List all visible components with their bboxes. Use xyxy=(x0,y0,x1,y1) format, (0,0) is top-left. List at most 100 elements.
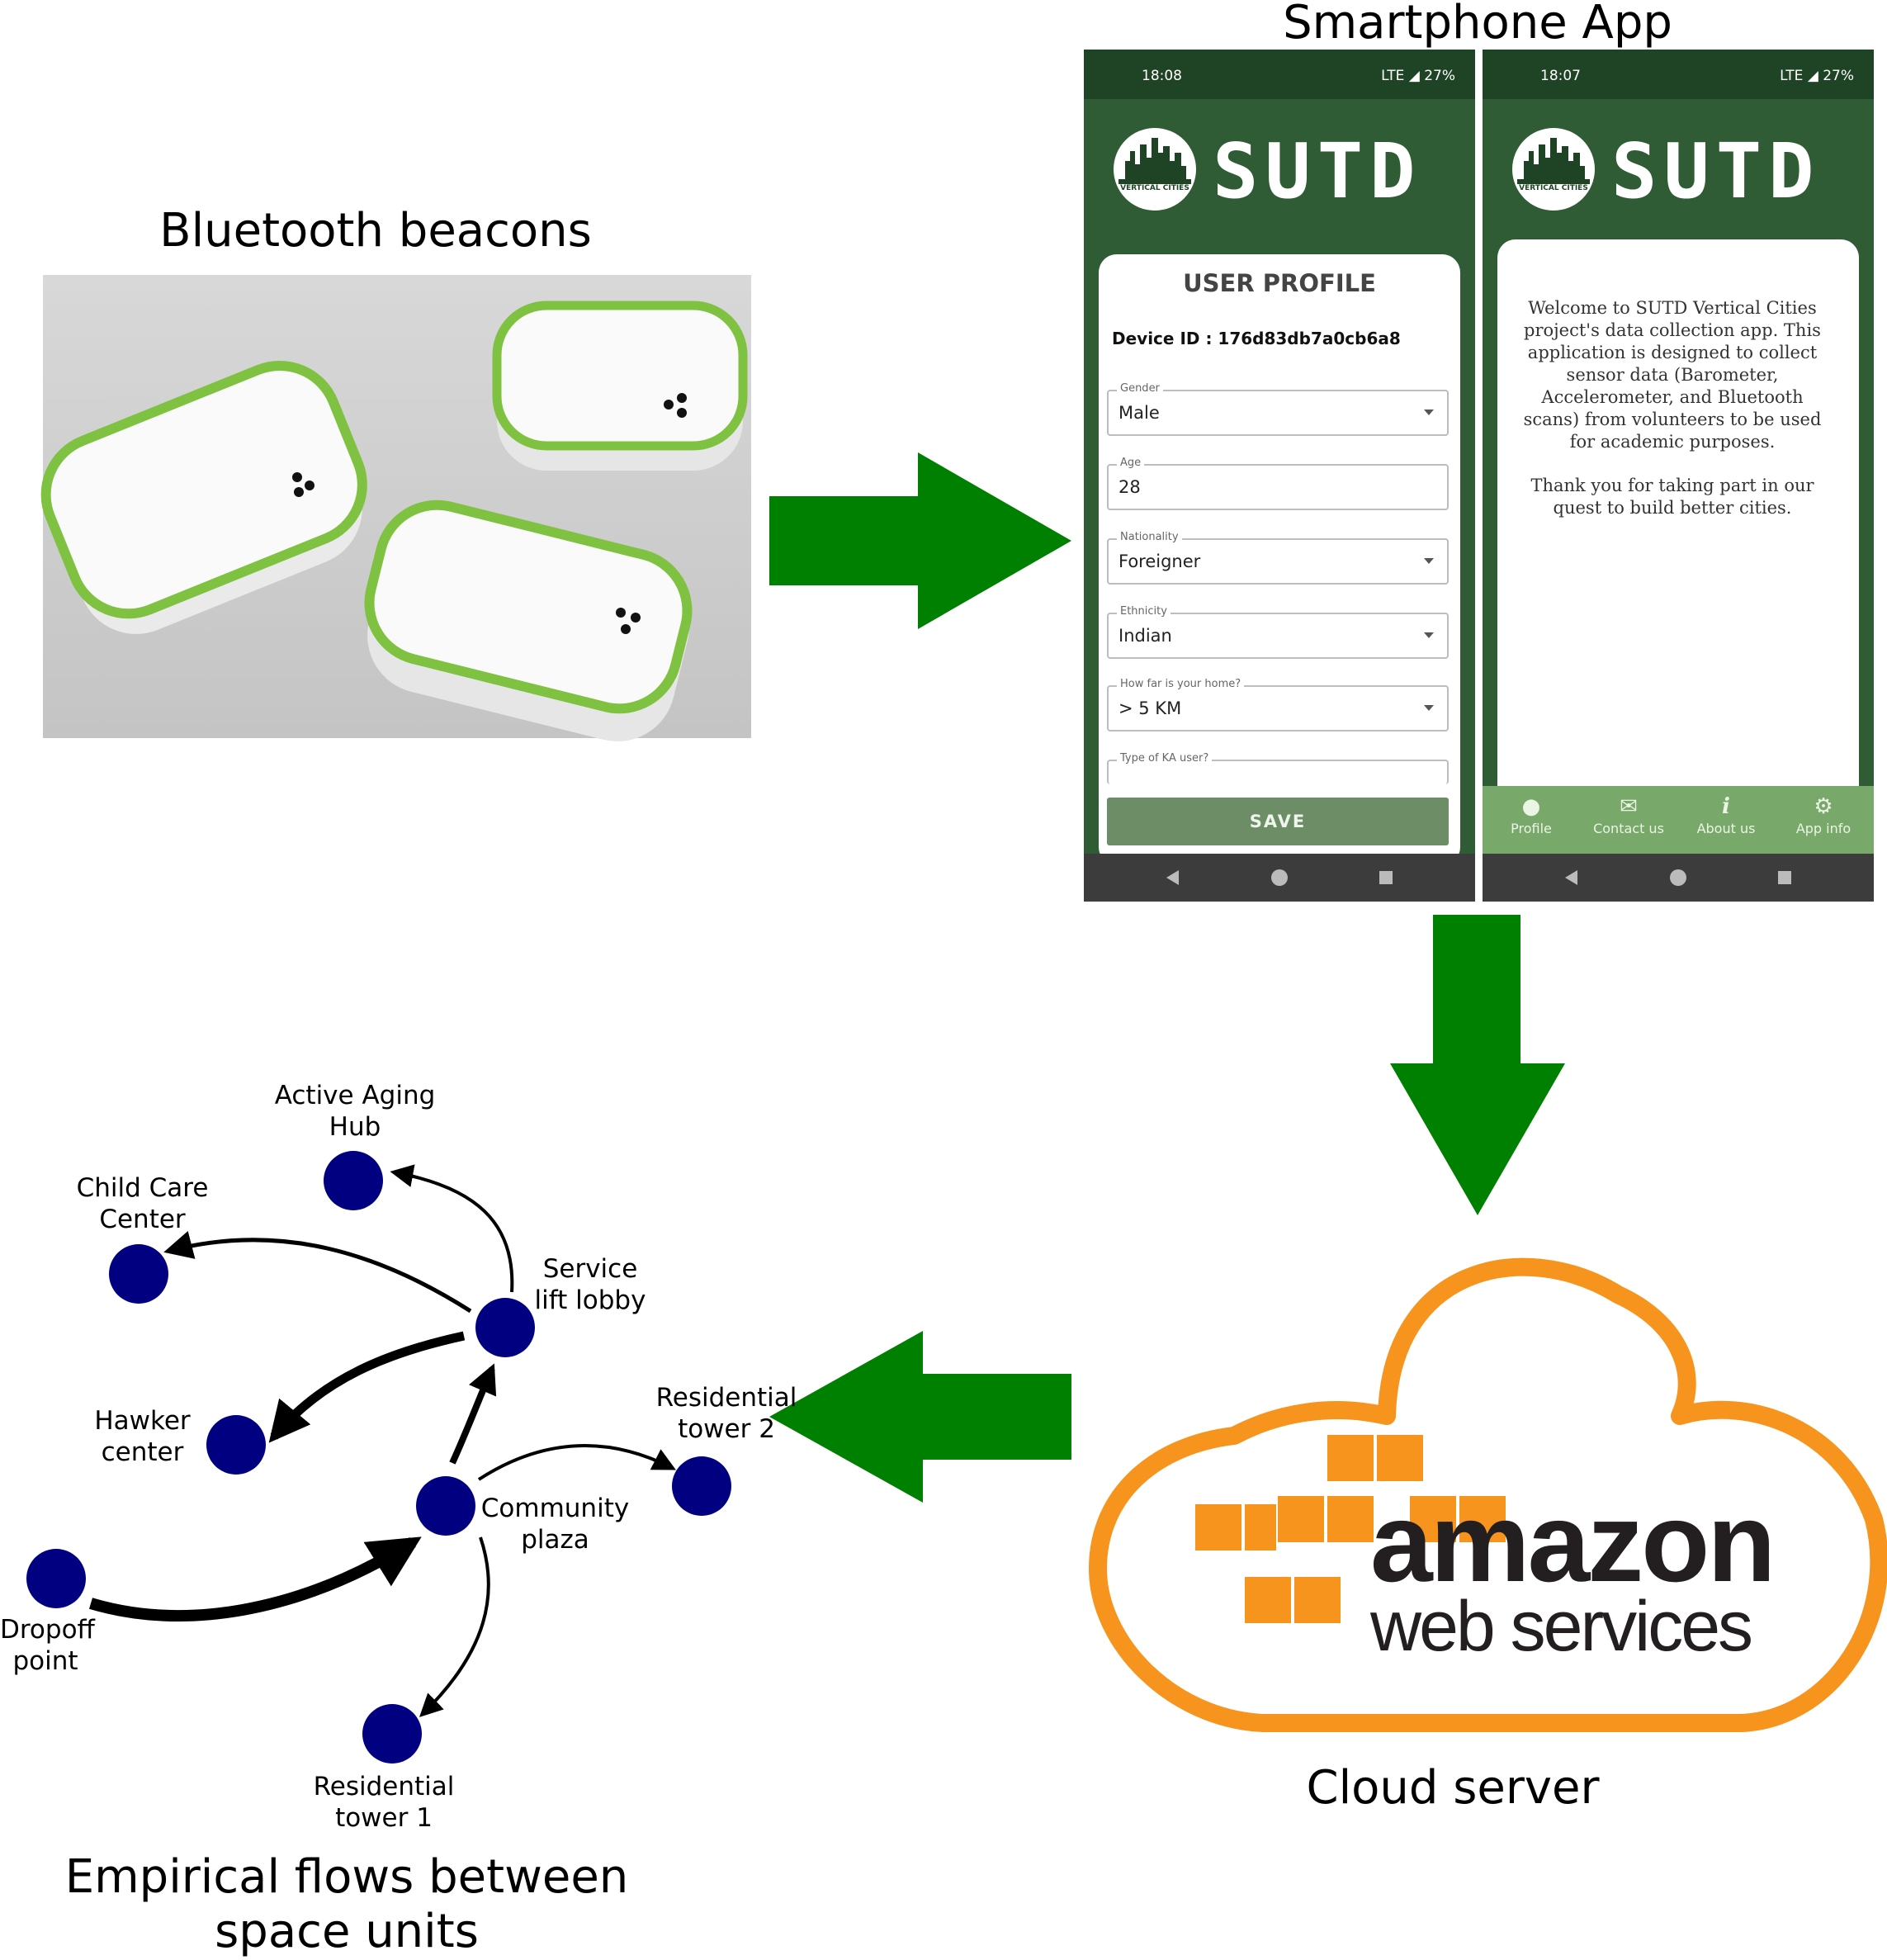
nationality-select[interactable]: Nationality Foreigner xyxy=(1107,531,1449,585)
node-child-care-center xyxy=(109,1244,168,1304)
status-indicators: LTE ◢ 27% xyxy=(1780,68,1854,84)
sutd-logo-text: SUTD xyxy=(1213,127,1422,215)
arrow-app-to-cloud xyxy=(1390,915,1565,1215)
edge-lobby-to-activeaging xyxy=(390,1164,514,1293)
edge-plaza-to-lobby xyxy=(449,1363,497,1465)
cloud-outline xyxy=(1089,1257,1887,1732)
gear-icon: ⚙ xyxy=(1814,794,1833,819)
cloud-title: Cloud server xyxy=(1306,1761,1600,1815)
field-value: 28 xyxy=(1118,477,1141,497)
thanks-paragraph: Thank you for taking part in our quest t… xyxy=(1530,476,1814,518)
field-label: Type of KA user? xyxy=(1117,752,1213,765)
tab-profile[interactable]: ● Profile xyxy=(1483,786,1580,854)
chevron-down-icon xyxy=(1424,705,1434,711)
android-nav-bar xyxy=(1483,854,1874,902)
beacon-device xyxy=(364,499,693,741)
field-label: Nationality xyxy=(1117,531,1182,543)
node-active-aging-hub xyxy=(324,1151,383,1210)
bottom-tab-bar: ● Profile ✉ Contact us i About us ⚙ App … xyxy=(1483,786,1874,854)
beacons-title: Bluetooth beacons xyxy=(159,204,592,258)
gender-select[interactable]: Gender Male xyxy=(1107,382,1449,436)
field-label: Gender xyxy=(1117,382,1163,395)
field-label: Ethnicity xyxy=(1117,605,1171,618)
back-icon[interactable] xyxy=(1166,870,1179,885)
sutd-logo-text: SUTD xyxy=(1611,127,1821,215)
edge-lobby-to-hawker xyxy=(268,1331,466,1443)
welcome-card xyxy=(1497,239,1859,834)
status-bar: 18:07 LTE ◢ 27% xyxy=(1483,50,1874,99)
ethnicity-select[interactable]: Ethnicity Indian xyxy=(1107,605,1449,659)
info-icon: i xyxy=(1722,794,1730,819)
node-community-plaza xyxy=(416,1476,475,1536)
recents-icon[interactable] xyxy=(1379,871,1393,884)
beacon-device xyxy=(492,301,748,471)
android-nav-bar xyxy=(1084,854,1475,902)
age-field[interactable]: Age 28 xyxy=(1107,457,1449,510)
tab-app-info[interactable]: ⚙ App info xyxy=(1775,786,1872,854)
tab-label: Contact us xyxy=(1593,821,1664,836)
status-bar: 18:08 LTE ◢ 27% xyxy=(1084,50,1475,99)
vertical-cities-logo: VERTICAL CITIES xyxy=(1114,128,1196,211)
status-time: 18:08 xyxy=(1142,68,1182,84)
edge-plaza-to-tower2 xyxy=(477,1444,676,1481)
save-button[interactable]: SAVE xyxy=(1107,798,1449,845)
phone-welcome: 18:07 LTE ◢ 27% VERTICAL CITIES SUTD Wel… xyxy=(1483,50,1874,902)
label-service-lift-lobby: Service lift lobby xyxy=(534,1254,646,1315)
node-hawker-center xyxy=(206,1415,266,1475)
label-hawker-center: Hawker center xyxy=(94,1406,191,1467)
field-label: How far is your home? xyxy=(1117,678,1245,690)
tab-label: App info xyxy=(1795,821,1852,836)
node-dropoff-point xyxy=(26,1549,86,1608)
field-value: Male xyxy=(1118,403,1160,423)
edge-lobby-to-childcare xyxy=(163,1231,472,1314)
edge-plaza-to-tower1 xyxy=(419,1536,490,1717)
device-id: Device ID : 176d83db7a0cb6a8 xyxy=(1112,329,1401,348)
recents-icon[interactable] xyxy=(1778,871,1791,884)
field-value: > 5 KM xyxy=(1118,698,1182,718)
field-value: Indian xyxy=(1118,626,1172,646)
label-dropoff-point: Dropoff point xyxy=(0,1615,95,1676)
user-profile-heading: USER PROFILE xyxy=(1183,269,1376,297)
chevron-down-icon xyxy=(1424,558,1434,564)
vertical-cities-logo: VERTICAL CITIES xyxy=(1512,128,1595,211)
phone-user-profile: 18:08 LTE ◢ 27% VERTICAL CITIES SUTD USE… xyxy=(1084,50,1475,902)
edge-dropoff-to-plaza xyxy=(88,1536,422,1621)
ka-user-type-select[interactable]: Type of KA user? xyxy=(1107,752,1449,784)
node-residential-tower-1 xyxy=(362,1704,422,1764)
flow-nodes xyxy=(26,1151,731,1764)
chevron-down-icon xyxy=(1424,410,1434,415)
aws-cubes-icon xyxy=(1195,1435,1506,1623)
home-icon[interactable] xyxy=(1670,869,1686,886)
app-title: Smartphone App xyxy=(1283,0,1672,50)
aws-wordmark-line2: web services xyxy=(1370,1587,1753,1666)
person-icon: ● xyxy=(1521,794,1541,819)
tab-label: About us xyxy=(1696,821,1756,836)
arrow-beacons-to-app xyxy=(769,452,1071,629)
label-active-aging-hub: Active Aging Hub xyxy=(274,1081,436,1142)
skyline-icon xyxy=(1517,138,1590,184)
beacons-photo xyxy=(40,275,751,741)
flows-title-line1: Empirical flows between xyxy=(64,1850,629,1904)
field-value: Foreigner xyxy=(1118,552,1201,571)
flow-edges xyxy=(88,1164,676,1717)
flows-title-line2: space units xyxy=(215,1905,479,1958)
arrow-cloud-to-graph xyxy=(769,1331,1071,1503)
tab-about-us[interactable]: i About us xyxy=(1677,786,1775,854)
label-residential-tower-1: Residential tower 1 xyxy=(313,1772,455,1833)
beacon-device xyxy=(40,360,367,634)
home-icon[interactable] xyxy=(1271,869,1288,886)
label-community-plaza: Community plaza xyxy=(480,1494,630,1555)
field-label: Age xyxy=(1117,457,1145,469)
logo-badge-text: VERTICAL CITIES xyxy=(1519,184,1588,192)
back-icon[interactable] xyxy=(1565,870,1577,885)
mail-icon: ✉ xyxy=(1620,794,1638,819)
user-profile-card: USER PROFILE Device ID : 176d83db7a0cb6a… xyxy=(1099,254,1460,865)
skyline-icon xyxy=(1118,138,1191,184)
tab-contact-us[interactable]: ✉ Contact us xyxy=(1580,786,1677,854)
chevron-down-icon xyxy=(1424,632,1434,638)
status-time: 18:07 xyxy=(1540,68,1581,84)
tab-label: Profile xyxy=(1511,821,1552,836)
home-distance-select[interactable]: How far is your home? > 5 KM xyxy=(1107,678,1449,731)
node-residential-tower-2 xyxy=(672,1456,731,1516)
